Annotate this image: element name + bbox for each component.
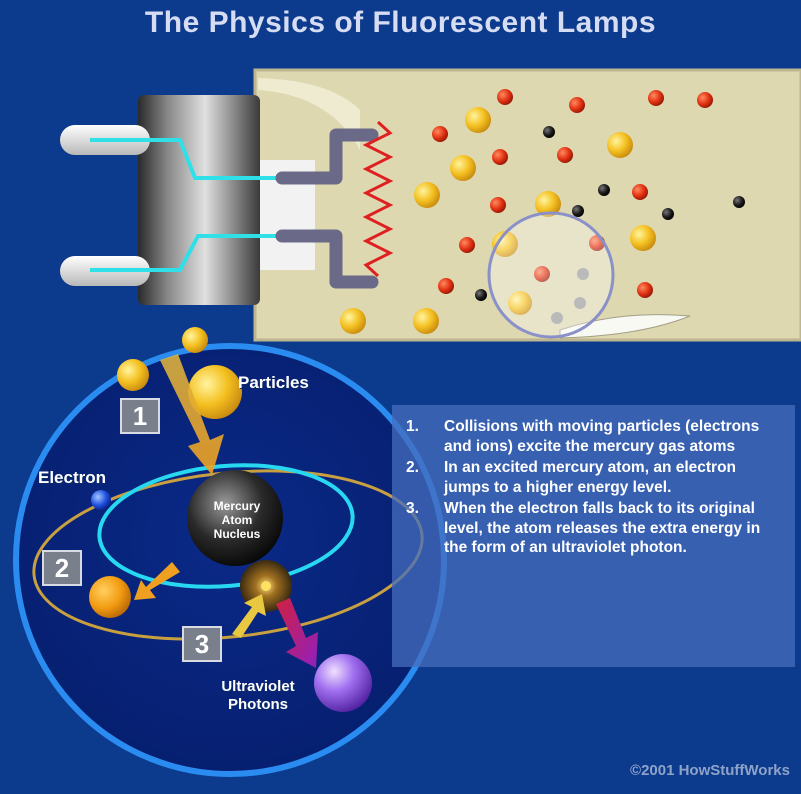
- label-electron: Electron: [38, 468, 107, 487]
- copyright: ©2001 HowStuffWorks: [630, 762, 790, 779]
- mercury-atom-nucleus: [187, 470, 283, 566]
- excited-particle: [89, 576, 131, 618]
- step-badge-2: 2: [42, 550, 82, 586]
- ultraviolet-photon: [314, 654, 372, 712]
- arrow-step-3: [232, 594, 266, 638]
- steps-panel: 1. Collisions with moving particles (ele…: [392, 405, 795, 667]
- electrodes: [275, 128, 379, 289]
- filament: [362, 120, 394, 278]
- page-title: The Physics of Fluorescent Lamps: [144, 6, 657, 39]
- arrow-step-2: [134, 562, 180, 600]
- step-badge-1: 1: [120, 398, 160, 434]
- nucleus-label: Mercury Atom Nucleus: [213, 499, 261, 541]
- electron: [91, 490, 111, 510]
- photon-arrow: [276, 598, 318, 668]
- gas-particles: [340, 89, 745, 334]
- magnifier-circle: [487, 211, 615, 339]
- label-ultraviolet-photons: Ultraviolet Photons: [221, 678, 295, 713]
- incoming-particles: [117, 327, 242, 419]
- step-badge-3: 3: [182, 626, 222, 662]
- steps-list: 1. Collisions with moving particles (ele…: [392, 405, 795, 558]
- step-item: 2. In an excited mercury atom, an electr…: [406, 459, 737, 496]
- step-item: 3. When the electron falls back to its o…: [406, 500, 761, 556]
- arrow-step-1: [160, 354, 224, 475]
- step-item: 1. Collisions with moving particles (ele…: [406, 418, 760, 455]
- label-particles: Particles: [238, 373, 309, 392]
- electrode-wires: [90, 138, 300, 272]
